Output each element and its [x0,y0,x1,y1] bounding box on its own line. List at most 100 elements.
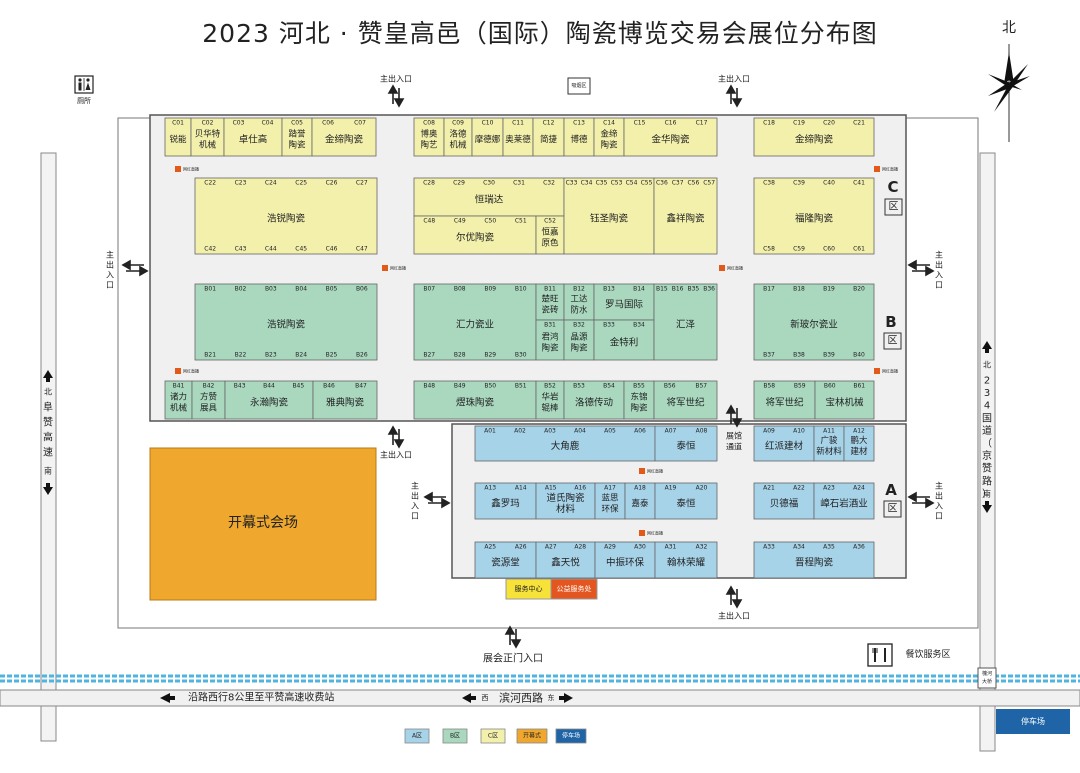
live-label: 网红直播 [183,368,199,374]
booth-code: B22 [235,352,247,359]
booth-code: C20 [823,120,835,127]
live-marker [639,530,645,536]
booth-code: A19 [665,485,677,492]
live-marker [874,166,880,172]
booth-box [593,319,655,361]
toilet-icon-head [78,78,82,82]
booth-code: B25 [326,352,338,359]
booth-box [753,380,816,420]
booth-code: C50 [484,218,496,225]
booth-box [753,177,875,255]
compass-needle [1004,52,1014,84]
exit-a-left-arrow [423,491,451,509]
booth-box [535,215,565,255]
road-west-label: 西 [482,694,489,702]
booth-name: 机械 [449,140,467,151]
booth-code: A20 [696,485,708,492]
booth-name: 卓仕高 [239,134,268,146]
booth-code: C48 [423,218,435,225]
zone-b-box [883,332,902,350]
booth-box [223,117,283,157]
exit-a-left-label-char: 入 [411,502,419,511]
live-label: 网红直播 [390,265,406,271]
booth-code: B39 [823,352,835,359]
live-marker [175,368,181,374]
booth-name: 鑫天悦 [551,557,580,569]
road-arrow-west [462,693,471,703]
zone-c-letter: C [887,178,898,196]
booth-code: B02 [235,286,247,293]
booth-box [535,319,565,361]
booth-name: 尔优陶瓷 [456,232,495,244]
booth-code: A29 [604,544,616,551]
booth-code: C35 [596,180,608,187]
booth-box [814,380,875,420]
booth-name: 永瀚陶瓷 [250,397,289,409]
live-marker [719,265,725,271]
booth-code: C61 [853,246,865,253]
booth-code: B13 [603,286,615,293]
booth-code: B36 [703,286,715,293]
booth-box [654,541,718,579]
booth-name: 晶源 [570,333,588,343]
zone-b-char: 区 [888,335,898,347]
booth-code: C08 [423,120,435,127]
booth-code: A14 [515,485,527,492]
exit-a-right-label-char: 主 [935,481,943,491]
booth-name: 方赞 [200,392,218,403]
booth-code: B41 [173,383,185,390]
arrow-tail [46,378,50,382]
booth-code: C28 [423,180,435,187]
booth-code: B56 [664,383,676,390]
exit-right-label: 主出入口 [935,250,943,290]
bridge-box [977,667,997,689]
live-label: 网红直播 [647,468,663,474]
booth-box [753,541,875,579]
booth-name: 锐能 [169,134,187,145]
booth-box [653,283,718,361]
exit-a-right-label-char: 口 [935,512,943,521]
legend-item: 开幕式 [516,728,548,744]
arrow-head [504,625,516,635]
booth-name: 广骏 [820,435,838,446]
booth-code: C41 [853,180,865,187]
zone-c-char: 区 [889,201,899,213]
booth-box [194,283,378,361]
booth-name: 诸力 [170,392,187,403]
arrow-head [510,639,522,649]
exit-a-left-label: 主出入口 [411,481,419,521]
exit-left-label-char: 出 [106,260,114,270]
booth-code: C10 [482,120,494,127]
booth-code: B51 [515,383,527,390]
booth-code: B17 [763,286,775,293]
toilet-icon-body [85,82,91,90]
exit-left-arrow [121,259,149,277]
arrow-head [393,439,405,449]
booth-code: A15 [545,485,557,492]
live-spot: 网红直播 [639,468,663,474]
booth-name: 熤珠陶瓷 [456,397,495,409]
booth-box [413,283,537,361]
legend-swatch [555,728,587,744]
bridge-label: 槐河 [982,670,992,677]
booth-code: B60 [824,383,836,390]
booth-name: 将军世纪 [666,397,705,409]
booth-code: C07 [354,120,366,127]
legend-swatch [442,728,468,744]
booth-name: 红派建材 [765,440,804,452]
zone-c-box [884,198,903,216]
service-center-label: 服务中心 [515,584,543,593]
booth-name: 金缔 [600,129,618,140]
live-label: 网红直播 [882,166,898,172]
booth-code: C09 [452,120,464,127]
booth-name: 华岩 [541,392,559,403]
booth-code: A31 [665,544,677,551]
food-icon-box [867,643,893,667]
booth-code: A28 [574,544,586,551]
booth-code: A07 [665,428,677,435]
